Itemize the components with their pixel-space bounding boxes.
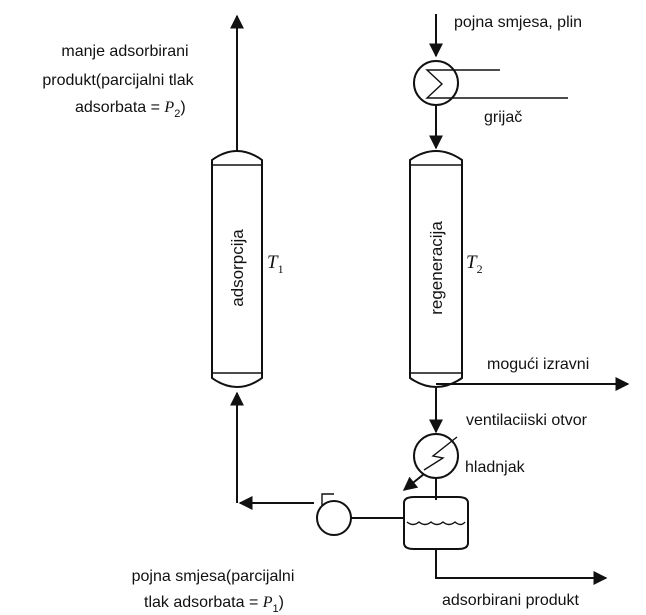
temperature-t2-label: T2: [466, 252, 483, 276]
cooler-label: hladnjak: [465, 459, 526, 476]
heater-label: grijač: [484, 109, 522, 126]
pump-icon: [316, 493, 352, 536]
regeneration-column: regeneracija: [409, 150, 463, 388]
separator-drum-icon: [403, 496, 469, 550]
feed-mixture-label-line1: pojna smjesa(parcijalni: [132, 568, 295, 585]
adsorbed-product-label: adsorbirani produkt: [442, 592, 580, 609]
heater-icon: [413, 60, 568, 106]
less-adsorbed-product-line2: produkt(parcijalni tlak: [42, 72, 194, 89]
less-adsorbed-product-line3: adsorbata = P2): [75, 99, 186, 120]
possible-direct-label: mogući izravni: [487, 356, 589, 373]
adsorption-column: adsorpcija: [211, 150, 263, 388]
vent-label: ventilaciiski otvor: [466, 412, 588, 429]
less-adsorbed-product-line1: manje adsorbirani: [61, 43, 188, 60]
adsorbed-product-arrow: [435, 549, 608, 585]
cooler-icon: [402, 433, 459, 491]
temperature-t1-label: T1: [267, 252, 284, 276]
adsorption-label: adsorpcija: [228, 229, 247, 307]
regeneration-label: regeneracija: [427, 221, 446, 315]
feed-mixture-label-line2: tlak adsorbata = P1): [144, 594, 284, 615]
feed-gas-label: pojna smjesa, plin: [454, 14, 582, 31]
